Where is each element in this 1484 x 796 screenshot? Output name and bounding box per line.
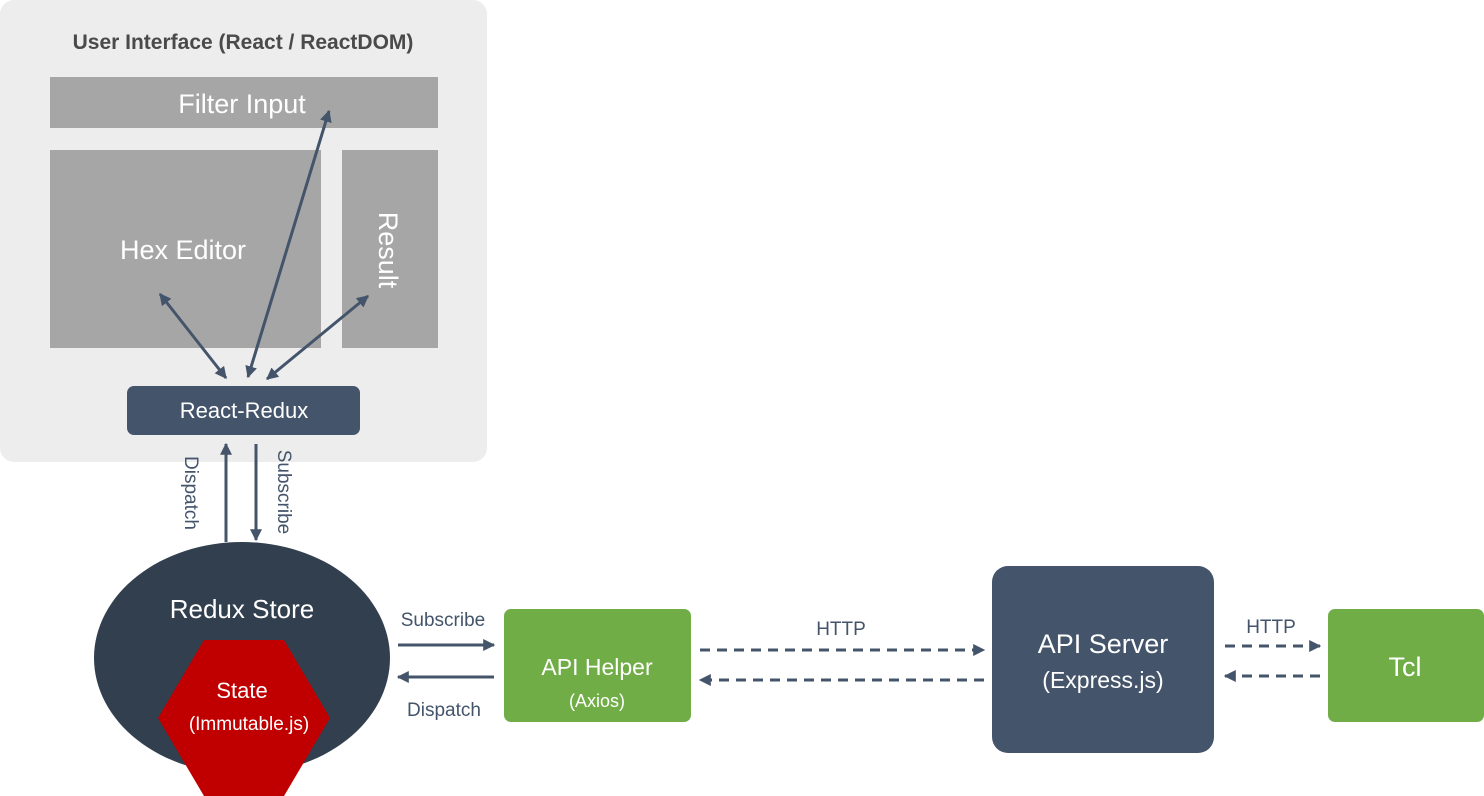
hex-editor-arrow [158,293,228,379]
filter-input-label: Filter Input [178,89,306,119]
result-label: Result [373,212,403,289]
api-server-title: API Server [1038,629,1169,659]
helper-dispatch-label: Dispatch [407,700,481,721]
http-label-2: HTTP [1246,617,1296,638]
filter-input-arrow [245,109,332,379]
api-helper-title: API Helper [541,654,653,680]
state-subtitle: (Immutable.js) [189,714,309,735]
react-redux-label: React-Redux [180,398,308,423]
hex-editor-label: Hex Editor [120,235,246,265]
api-helper-box [504,609,691,722]
http-label-1: HTTP [816,619,866,640]
subscribe-vertical-label: Subscribe [273,450,294,535]
dispatch-vertical-label: Dispatch [180,456,201,530]
filter-input-box [50,77,438,128]
state-hexagon [158,640,330,796]
react-redux-box [127,386,360,435]
api-server-subtitle: (Express.js) [1042,667,1163,693]
result-arrow [266,294,369,381]
user-interface-title: User Interface (React / ReactDOM) [73,31,414,54]
api-helper-subtitle: (Axios) [569,691,625,711]
tcl-box [1328,609,1484,722]
helper-subscribe-label: Subscribe [401,610,486,631]
tcl-label: Tcl [1389,652,1422,682]
api-server-box [992,566,1214,753]
state-title: State [216,678,267,703]
redux-store-title: Redux Store [170,594,315,624]
